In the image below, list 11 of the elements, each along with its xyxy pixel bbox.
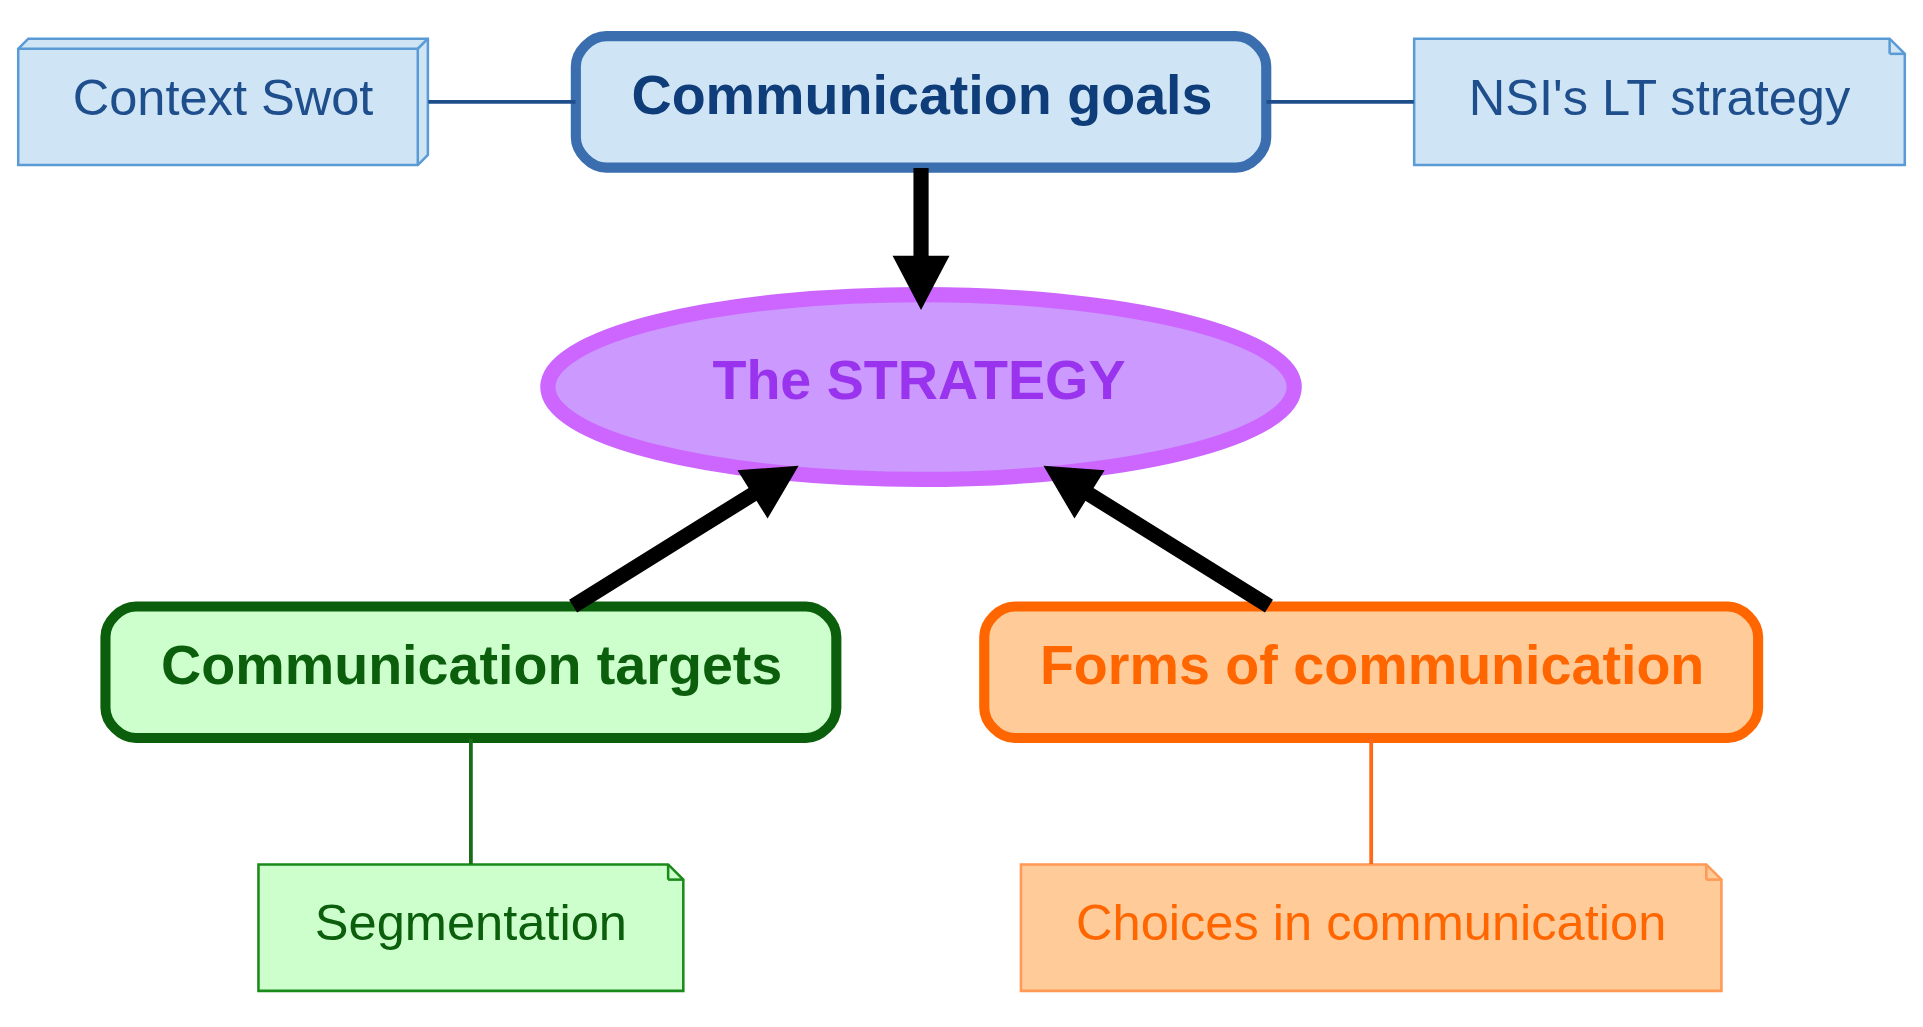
connector [469, 738, 473, 864]
node-ellipse: The STRATEGY [540, 287, 1302, 488]
arrow [892, 167, 950, 310]
node-box: Communication goals [570, 31, 1272, 173]
connector [428, 99, 576, 104]
node-box: Forms of communication [979, 601, 1764, 744]
arrow [1043, 465, 1273, 613]
connector [1266, 99, 1414, 104]
node-box: Communication targets [100, 601, 842, 744]
arrow [569, 465, 799, 613]
connector [1369, 738, 1374, 864]
